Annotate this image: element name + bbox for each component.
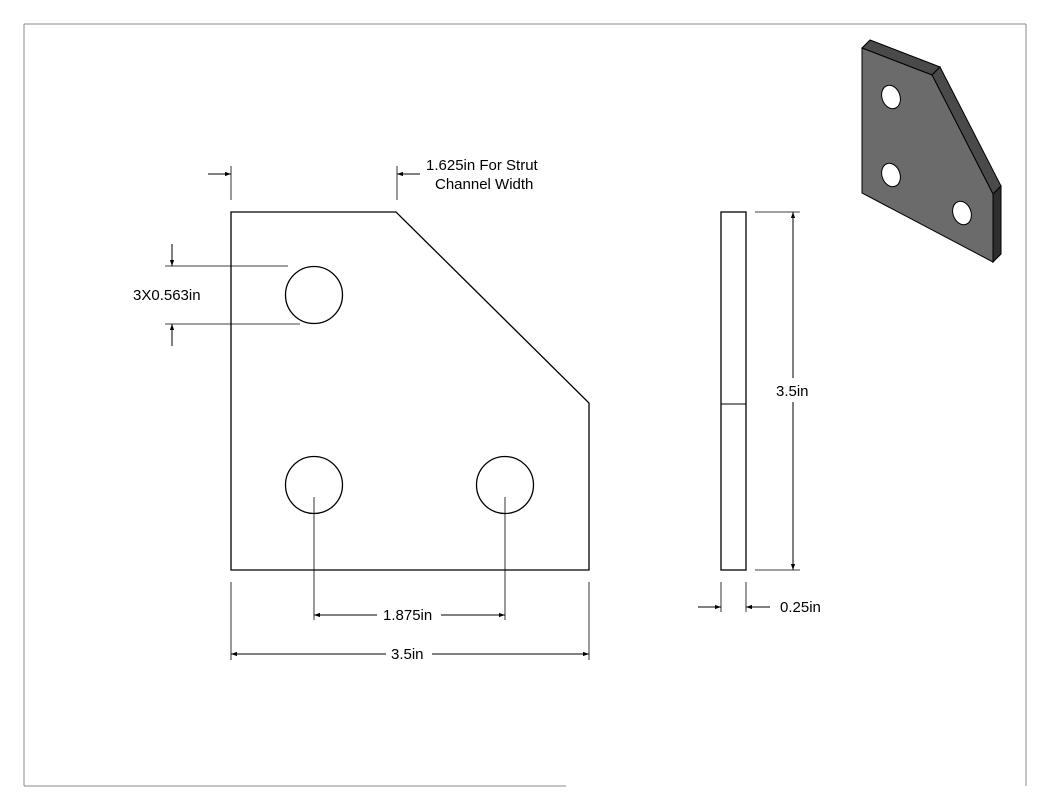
hole-top: [284, 265, 344, 325]
overall-width-dimension: 3.5in: [230, 582, 590, 663]
iso-side-edge: [992, 184, 1002, 264]
hole-diameter-dimension: 3X0.563in: [133, 244, 300, 346]
isometric-view: [861, 39, 1002, 264]
iso-hole-bottom-right: [952, 200, 972, 226]
strut-width-dimension: 1.625in For Strut Channel Width: [208, 157, 539, 200]
hole-diameter-label: 3X0.563in: [133, 287, 201, 304]
iso-hole-top: [881, 84, 901, 110]
drawing-frame: [23, 23, 1027, 787]
side-view: [720, 211, 747, 571]
thickness-dimension: 0.25in: [698, 582, 821, 616]
iso-hole-bottom-left: [881, 162, 901, 188]
overall-height-label: 3.5in: [776, 383, 809, 400]
iso-front-face: [861, 47, 994, 263]
overall-height-dimension: 3.5in: [755, 211, 809, 571]
plate-outline: [230, 211, 590, 571]
hole-spacing-label: 1.875in: [383, 607, 432, 624]
hole-spacing-dimension: 1.875in: [313, 497, 506, 624]
side-profile: [720, 211, 747, 571]
overall-width-label: 3.5in: [391, 646, 424, 663]
strut-width-label: 1.625in For Strut: [426, 157, 539, 174]
thickness-label: 0.25in: [780, 599, 821, 616]
strut-width-label-line2: Channel Width: [435, 176, 533, 193]
